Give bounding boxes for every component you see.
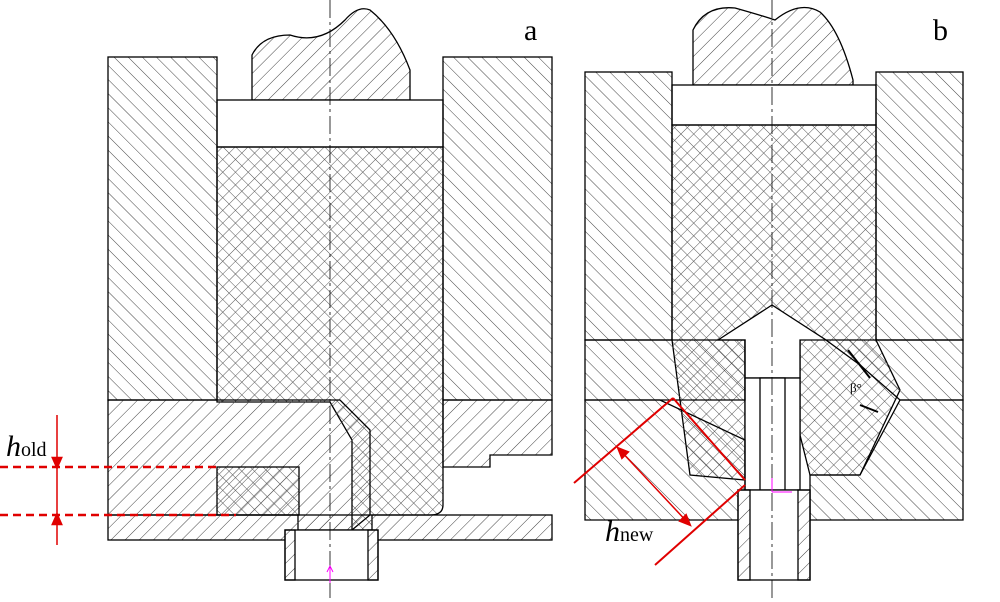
dimension-h-old bbox=[0, 415, 236, 545]
tube bbox=[284, 529, 379, 581]
dimension-label-h-new: hnew bbox=[605, 515, 653, 549]
container-left bbox=[107, 56, 218, 401]
container-left-b bbox=[584, 71, 673, 341]
panel-label-a: a bbox=[524, 14, 538, 47]
h-subscript: new bbox=[620, 524, 654, 546]
angle-label-beta: β° bbox=[850, 380, 862, 395]
die-cavity-fill bbox=[216, 466, 300, 516]
punch-stem-b bbox=[692, 6, 854, 86]
die-lower-right bbox=[442, 399, 553, 468]
dimension-h-new bbox=[573, 397, 746, 566]
container-right bbox=[442, 56, 553, 401]
container-right-b bbox=[875, 71, 964, 341]
die-left-b bbox=[584, 339, 746, 401]
h-subscript: old bbox=[21, 439, 47, 461]
punch-stem bbox=[251, 8, 411, 101]
dimension-label-h-old: hold bbox=[6, 430, 47, 464]
punch-plate-b bbox=[671, 84, 877, 126]
axis-markers bbox=[326, 478, 792, 583]
panel-label-b: b bbox=[933, 14, 948, 47]
panel-b bbox=[584, 0, 964, 600]
h-symbol: h bbox=[6, 430, 21, 463]
panel-a bbox=[107, 0, 553, 600]
h-symbol: h bbox=[605, 515, 620, 548]
